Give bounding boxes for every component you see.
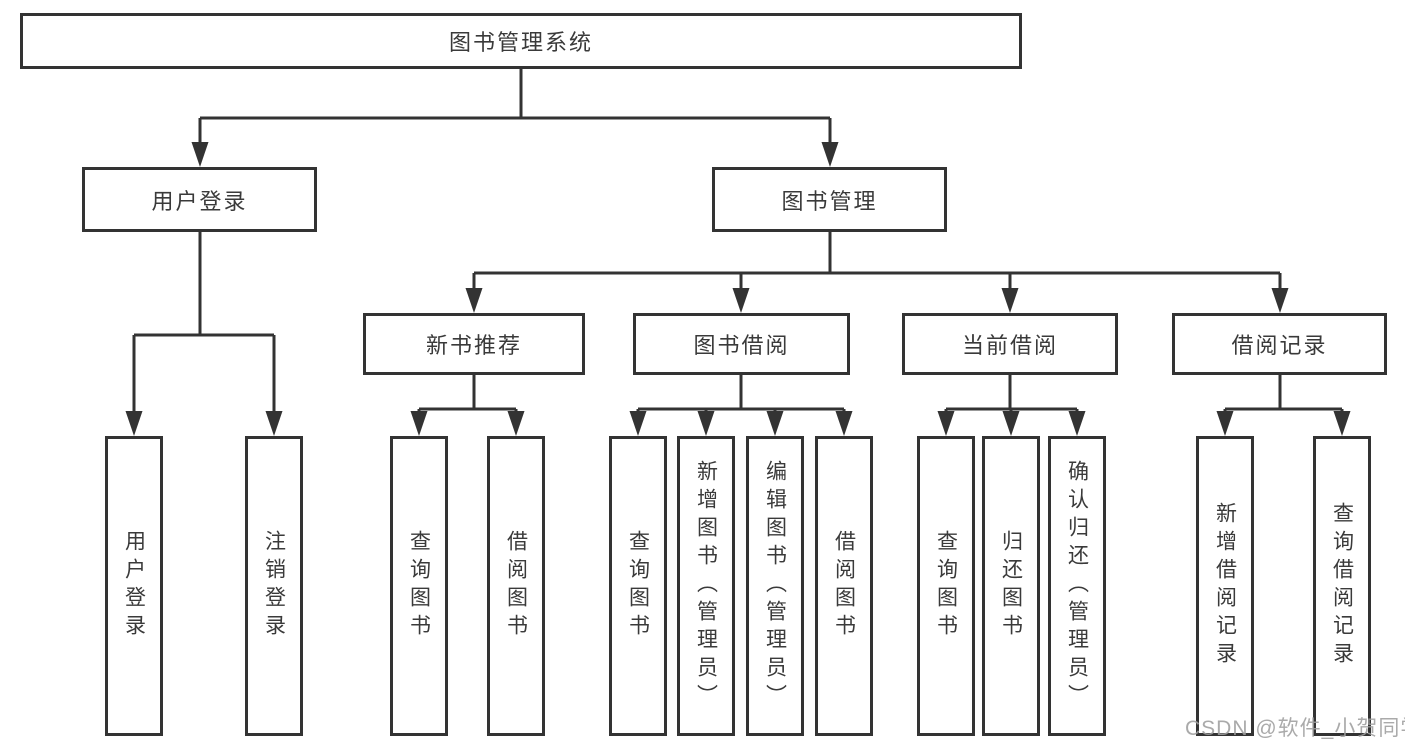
leaf-query-books-borrow: 查询图书 [609,436,667,736]
leaf-label: 新增借阅记录 [1213,502,1237,670]
leaf-return-books: 归还图书 [982,436,1040,736]
connector-user-login-branch [132,231,276,415]
arrowhead [1002,411,1020,436]
arrowhead [697,411,715,436]
leaf-add-books-admin: 新增图书（管理员） [677,436,735,736]
leaf-label: 查询图书 [934,530,958,642]
arrowhead [191,142,209,167]
arrowhead [1001,288,1019,313]
leaf-user-login: 用户登录 [105,436,163,736]
leaf-edit-books-admin: 编辑图书（管理员） [746,436,804,736]
leaf-query-books-current: 查询图书 [917,436,975,736]
connector-book-mgmt-branch [472,231,1282,292]
arrowhead [937,411,955,436]
leaf-query-books-recommend: 查询图书 [390,436,448,736]
arrowhead [410,411,428,436]
leaf-borrow-books-recommend: 借阅图书 [487,436,545,736]
node-library-management-system: 图书管理系统 [20,13,1022,69]
leaf-label: 确认归还（管理员） [1065,460,1089,712]
leaf-label: 注销登录 [262,530,286,642]
arrowhead [835,411,853,436]
leaf-add-borrow-record: 新增借阅记录 [1196,436,1254,736]
leaf-confirm-return-admin: 确认归还（管理员） [1048,436,1106,736]
leaf-label: 查询借阅记录 [1330,502,1354,670]
leaf-label: 借阅图书 [832,530,856,642]
node-new-book-recommendation: 新书推荐 [363,313,585,375]
leaf-borrow-books: 借阅图书 [815,436,873,736]
connector-book-borrow-branch [636,374,846,415]
csdn-watermark: CSDN @软件_小贺同学 [1185,717,1405,740]
arrowhead [1216,411,1234,436]
leaf-label: 新增图书（管理员） [694,460,718,712]
arrowheads [125,142,1351,436]
arrowhead [821,142,839,167]
connector-current-borrow-branch [944,374,1079,415]
arrowhead [125,411,143,436]
leaf-label: 用户登录 [122,530,146,642]
arrowhead [465,288,483,313]
connector-root-to-level2 [198,68,832,146]
arrowhead [1271,288,1289,313]
arrowhead [629,411,647,436]
node-book-borrowing: 图书借阅 [633,313,850,375]
leaf-label: 借阅图书 [504,530,528,642]
connector-borrow-record-branch [1223,374,1344,415]
node-current-borrowing: 当前借阅 [902,313,1118,375]
arrowhead [1333,411,1351,436]
leaf-query-borrow-record: 查询借阅记录 [1313,436,1371,736]
arrowhead [732,288,750,313]
leaf-label: 查询图书 [407,530,431,642]
node-user-login: 用户登录 [82,167,317,232]
node-borrowing-records: 借阅记录 [1172,313,1387,375]
node-book-management: 图书管理 [712,167,947,232]
leaf-label: 编辑图书（管理员） [763,460,787,712]
arrowhead [766,411,784,436]
arrowhead [265,411,283,436]
leaf-label: 查询图书 [626,530,650,642]
connector-new-book-branch [417,374,518,415]
leaf-logout: 注销登录 [245,436,303,736]
arrowhead [507,411,525,436]
leaf-label: 归还图书 [999,530,1023,642]
arrowhead [1068,411,1086,436]
